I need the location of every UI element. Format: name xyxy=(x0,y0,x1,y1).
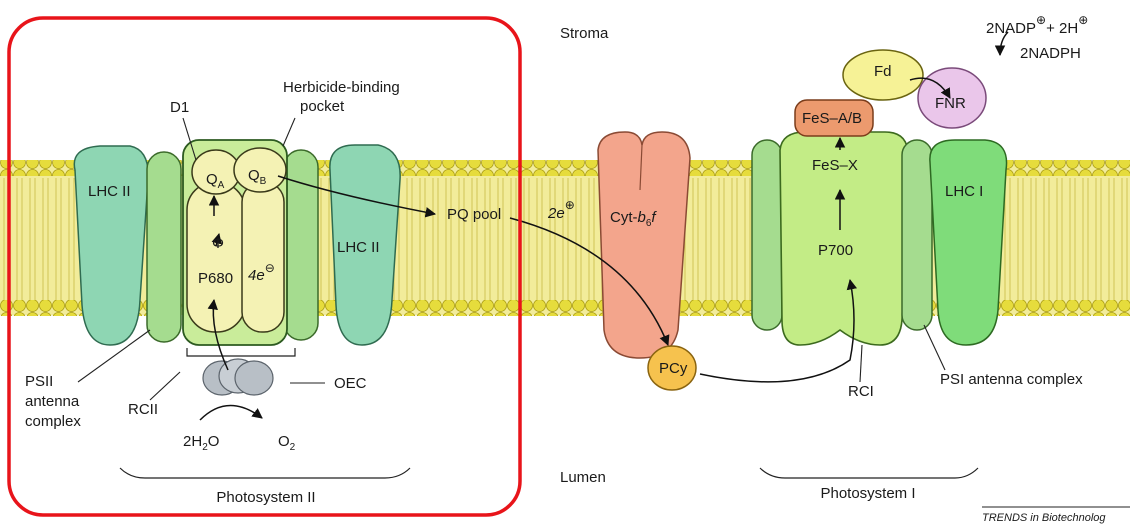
photosystem-ii-complex xyxy=(74,140,400,395)
rci-label: RCI xyxy=(848,383,874,400)
nadph-label: 2NADPH xyxy=(1020,45,1081,62)
oxygen-label: O2 xyxy=(278,433,296,453)
oec-cluster xyxy=(203,359,273,395)
psii-antenna-label-3: complex xyxy=(25,413,81,430)
psii-antenna-label-1: PSII xyxy=(25,373,53,390)
pq-pool-label: PQ pool xyxy=(447,206,501,223)
d1-label: D1 xyxy=(170,99,189,116)
footer-source: TRENDS in Biotechnolog xyxy=(982,512,1106,524)
d2-subunit xyxy=(242,182,284,332)
stroma-label: Stroma xyxy=(560,25,609,42)
nadp-label: 2NADP⊕+ 2H⊕ xyxy=(986,13,1088,37)
photosystem-ii-bracket xyxy=(120,468,410,478)
psi-antenna-label: PSI antenna complex xyxy=(940,371,1083,388)
rcii-label: RCII xyxy=(128,401,158,418)
lhc-ii-left-label: LHC II xyxy=(88,183,131,200)
lhc-ii-right-label: LHC II xyxy=(337,239,380,256)
cyt-b6f-complex xyxy=(598,132,690,358)
lhc-ii-left-protein xyxy=(74,146,148,345)
herbicide-label-2: pocket xyxy=(300,98,345,115)
psi-right-helix xyxy=(902,140,932,330)
lhc-i-protein xyxy=(930,140,1007,345)
photosystem-i-bracket xyxy=(760,468,978,478)
lumen-label: Lumen xyxy=(560,469,606,486)
pcy-label: PCy xyxy=(659,360,688,377)
photosystem-i-title: Photosystem I xyxy=(820,485,915,502)
p680-label: P680 xyxy=(198,270,233,287)
phi-label: Φ xyxy=(212,235,224,252)
psii-antenna-helix xyxy=(147,152,181,342)
water-label: 2H2O xyxy=(183,433,219,453)
fesx-label: FeS–X xyxy=(812,157,858,174)
photosystem-ii-title: Photosystem II xyxy=(216,489,315,506)
psii-antenna-label-2: antenna xyxy=(25,393,80,410)
fnr-label: FNR xyxy=(935,95,966,112)
herbicide-label-1: Herbicide-binding xyxy=(283,79,400,96)
lhc-i-label: LHC I xyxy=(945,183,983,200)
fd-label: Fd xyxy=(874,63,892,80)
psi-left-helix xyxy=(752,140,782,330)
rcii-bracket xyxy=(187,348,295,356)
oec-label: OEC xyxy=(334,375,367,392)
psii-right-helix xyxy=(284,150,318,340)
d1-subunit xyxy=(187,182,245,332)
p700-label: P700 xyxy=(818,242,853,259)
fesab-label: FeS–A/B xyxy=(802,110,862,127)
